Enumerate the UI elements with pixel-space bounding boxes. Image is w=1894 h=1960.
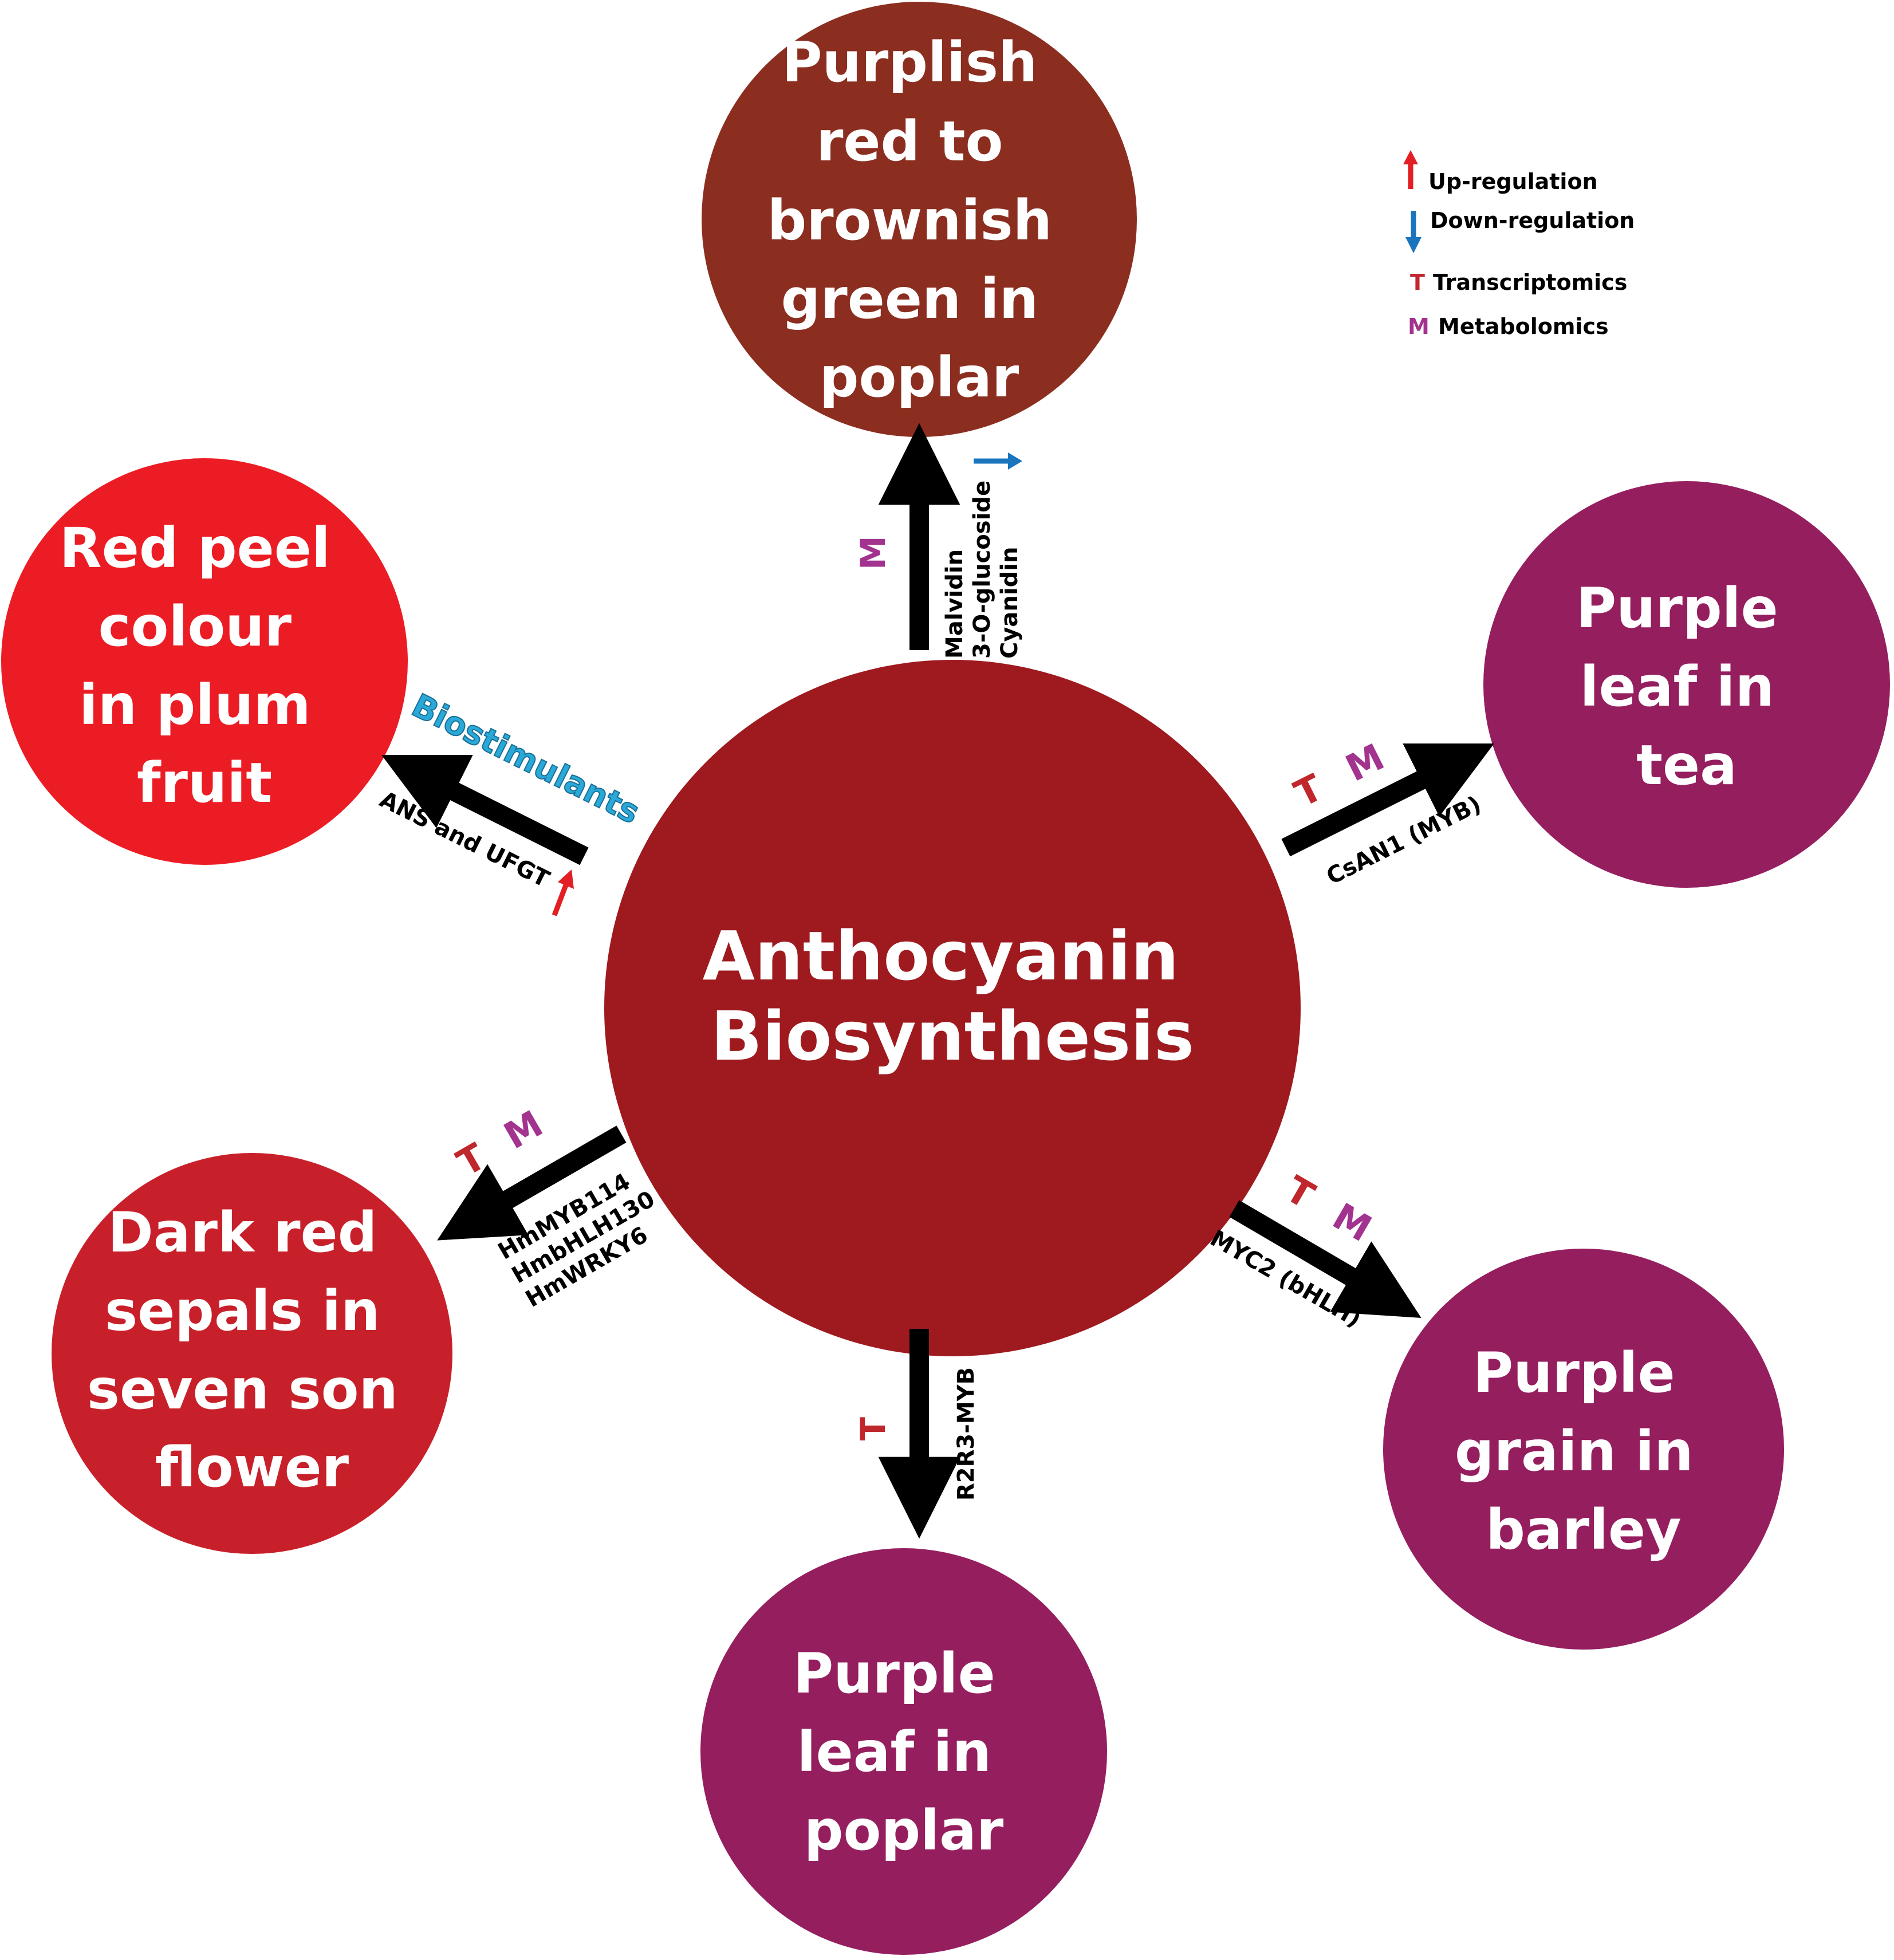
edge-lower-left-tag-m: M <box>497 1103 550 1158</box>
node-upper-right-line: Purple <box>1576 576 1778 640</box>
edge-top-labels: Malvidin 3-O-glucoside Cyanidin <box>942 481 1023 659</box>
edge-lower-left-tag-t: T <box>450 1136 493 1185</box>
node-top-circle <box>702 2 1137 437</box>
legend-m-label: Metabolomics <box>1438 314 1609 339</box>
biostimulants-label: Biostimulants <box>406 687 645 831</box>
node-bottom-label: Purple leaf in poplar <box>793 1642 1014 1863</box>
edge-upper-right-tag-m: M <box>1340 736 1391 790</box>
node-lower-left-circle <box>52 1153 452 1554</box>
center-title: Anthocyanin Biosynthesis <box>703 916 1203 1076</box>
node-bottom-line: Purple <box>793 1642 995 1706</box>
node-upper-left-line: colour <box>99 595 292 659</box>
edge-upper-left-arrow <box>381 755 589 865</box>
node-bottom-circle <box>700 1548 1107 1955</box>
node-top-line: red to <box>816 109 1003 174</box>
legend: Up-regulation Down-regulation T Transcri… <box>1403 150 1635 339</box>
edge-lower-right-tag-t: T <box>1278 1168 1321 1218</box>
edge-upper-left-up-regulation-icon <box>552 869 574 916</box>
edge-top-label-3: Cyanidin <box>997 547 1023 659</box>
edge-upper-left-treatment: Biostimulants <box>405 686 646 832</box>
legend-t-label: Transcriptomics <box>1433 270 1627 295</box>
node-lower-left-line: seven son <box>87 1357 398 1422</box>
node-lower-right-circle <box>1383 1249 1784 1650</box>
edge-lower-right-arrow <box>1229 1200 1422 1319</box>
legend-m-symbol: M <box>1408 314 1430 339</box>
edge-top-tags: M <box>853 536 893 570</box>
node-top-line: green in <box>781 267 1038 331</box>
node-lower-right-line: barley <box>1486 1498 1681 1562</box>
node-upper-left-label: Red peel colour in plum fruit <box>60 516 349 815</box>
node-lower-right-label: Purple grain in barley <box>1455 1341 1712 1562</box>
edge-bottom-tag-t: T <box>853 1417 893 1441</box>
legend-down-arrow-icon <box>1405 211 1422 253</box>
node-bottom-line: leaf in <box>797 1720 991 1784</box>
legend-t-symbol: T <box>1410 270 1425 295</box>
node-top-line: brownish <box>767 188 1052 253</box>
node-lower-left-line: flower <box>155 1435 349 1499</box>
node-top-line: Purplish <box>782 30 1037 95</box>
edge-upper-right-tag-t: T <box>1288 766 1329 816</box>
node-top-label: Purplish red to brownish green in poplar <box>767 30 1072 410</box>
edge-bottom-label-1: R2R3-MYB <box>953 1367 979 1501</box>
node-upper-left-line: Red peel <box>60 516 330 580</box>
node-bottom-line: poplar <box>804 1798 1004 1863</box>
edge-upper-right-labels: CsAN1 (MYB) <box>1322 791 1486 890</box>
edge-bottom-tags: T <box>853 1417 893 1441</box>
node-upper-right-line: leaf in <box>1580 655 1774 719</box>
edge-top-tag-m: M <box>853 536 893 570</box>
node-lower-left-line: sepals in <box>105 1279 380 1343</box>
node-lower-left-label: Dark red sepals in seven son flower <box>87 1201 418 1499</box>
node-lower-left-line: Dark red <box>108 1201 377 1265</box>
legend-up-label: Up-regulation <box>1428 169 1598 194</box>
center-circle <box>604 660 1301 1356</box>
node-upper-right-label: Purple leaf in tea <box>1576 576 1797 797</box>
edge-top-label-1: Malvidin <box>942 549 968 659</box>
legend-down-label: Down-regulation <box>1430 208 1635 233</box>
edge-upper-right-arrow <box>1281 743 1494 857</box>
node-upper-right-circle <box>1483 481 1890 888</box>
node-top-line: poplar <box>820 345 1019 410</box>
node-lower-right-line: Purple <box>1473 1341 1675 1405</box>
edge-lower-right-tag-m: M <box>1325 1195 1378 1250</box>
center-line-2: Biosynthesis <box>711 997 1194 1076</box>
node-upper-left-line: fruit <box>137 751 272 815</box>
edge-bottom-labels: R2R3-MYB <box>953 1367 979 1501</box>
edge-top-down-regulation-icon <box>974 452 1022 470</box>
edge-top-label-2: 3-O-glucoside <box>969 481 995 659</box>
node-upper-right-line: tea <box>1636 733 1737 797</box>
edge-upper-right-label-1: CsAN1 (MYB) <box>1322 791 1486 890</box>
center-line-1: Anthocyanin <box>703 916 1179 995</box>
node-upper-left-circle <box>1 458 408 865</box>
node-upper-left-line: in plum <box>79 673 311 737</box>
edge-lower-left-arrow <box>437 1125 627 1241</box>
legend-up-arrow-icon <box>1403 150 1418 189</box>
node-lower-right-line: grain in <box>1455 1419 1694 1483</box>
